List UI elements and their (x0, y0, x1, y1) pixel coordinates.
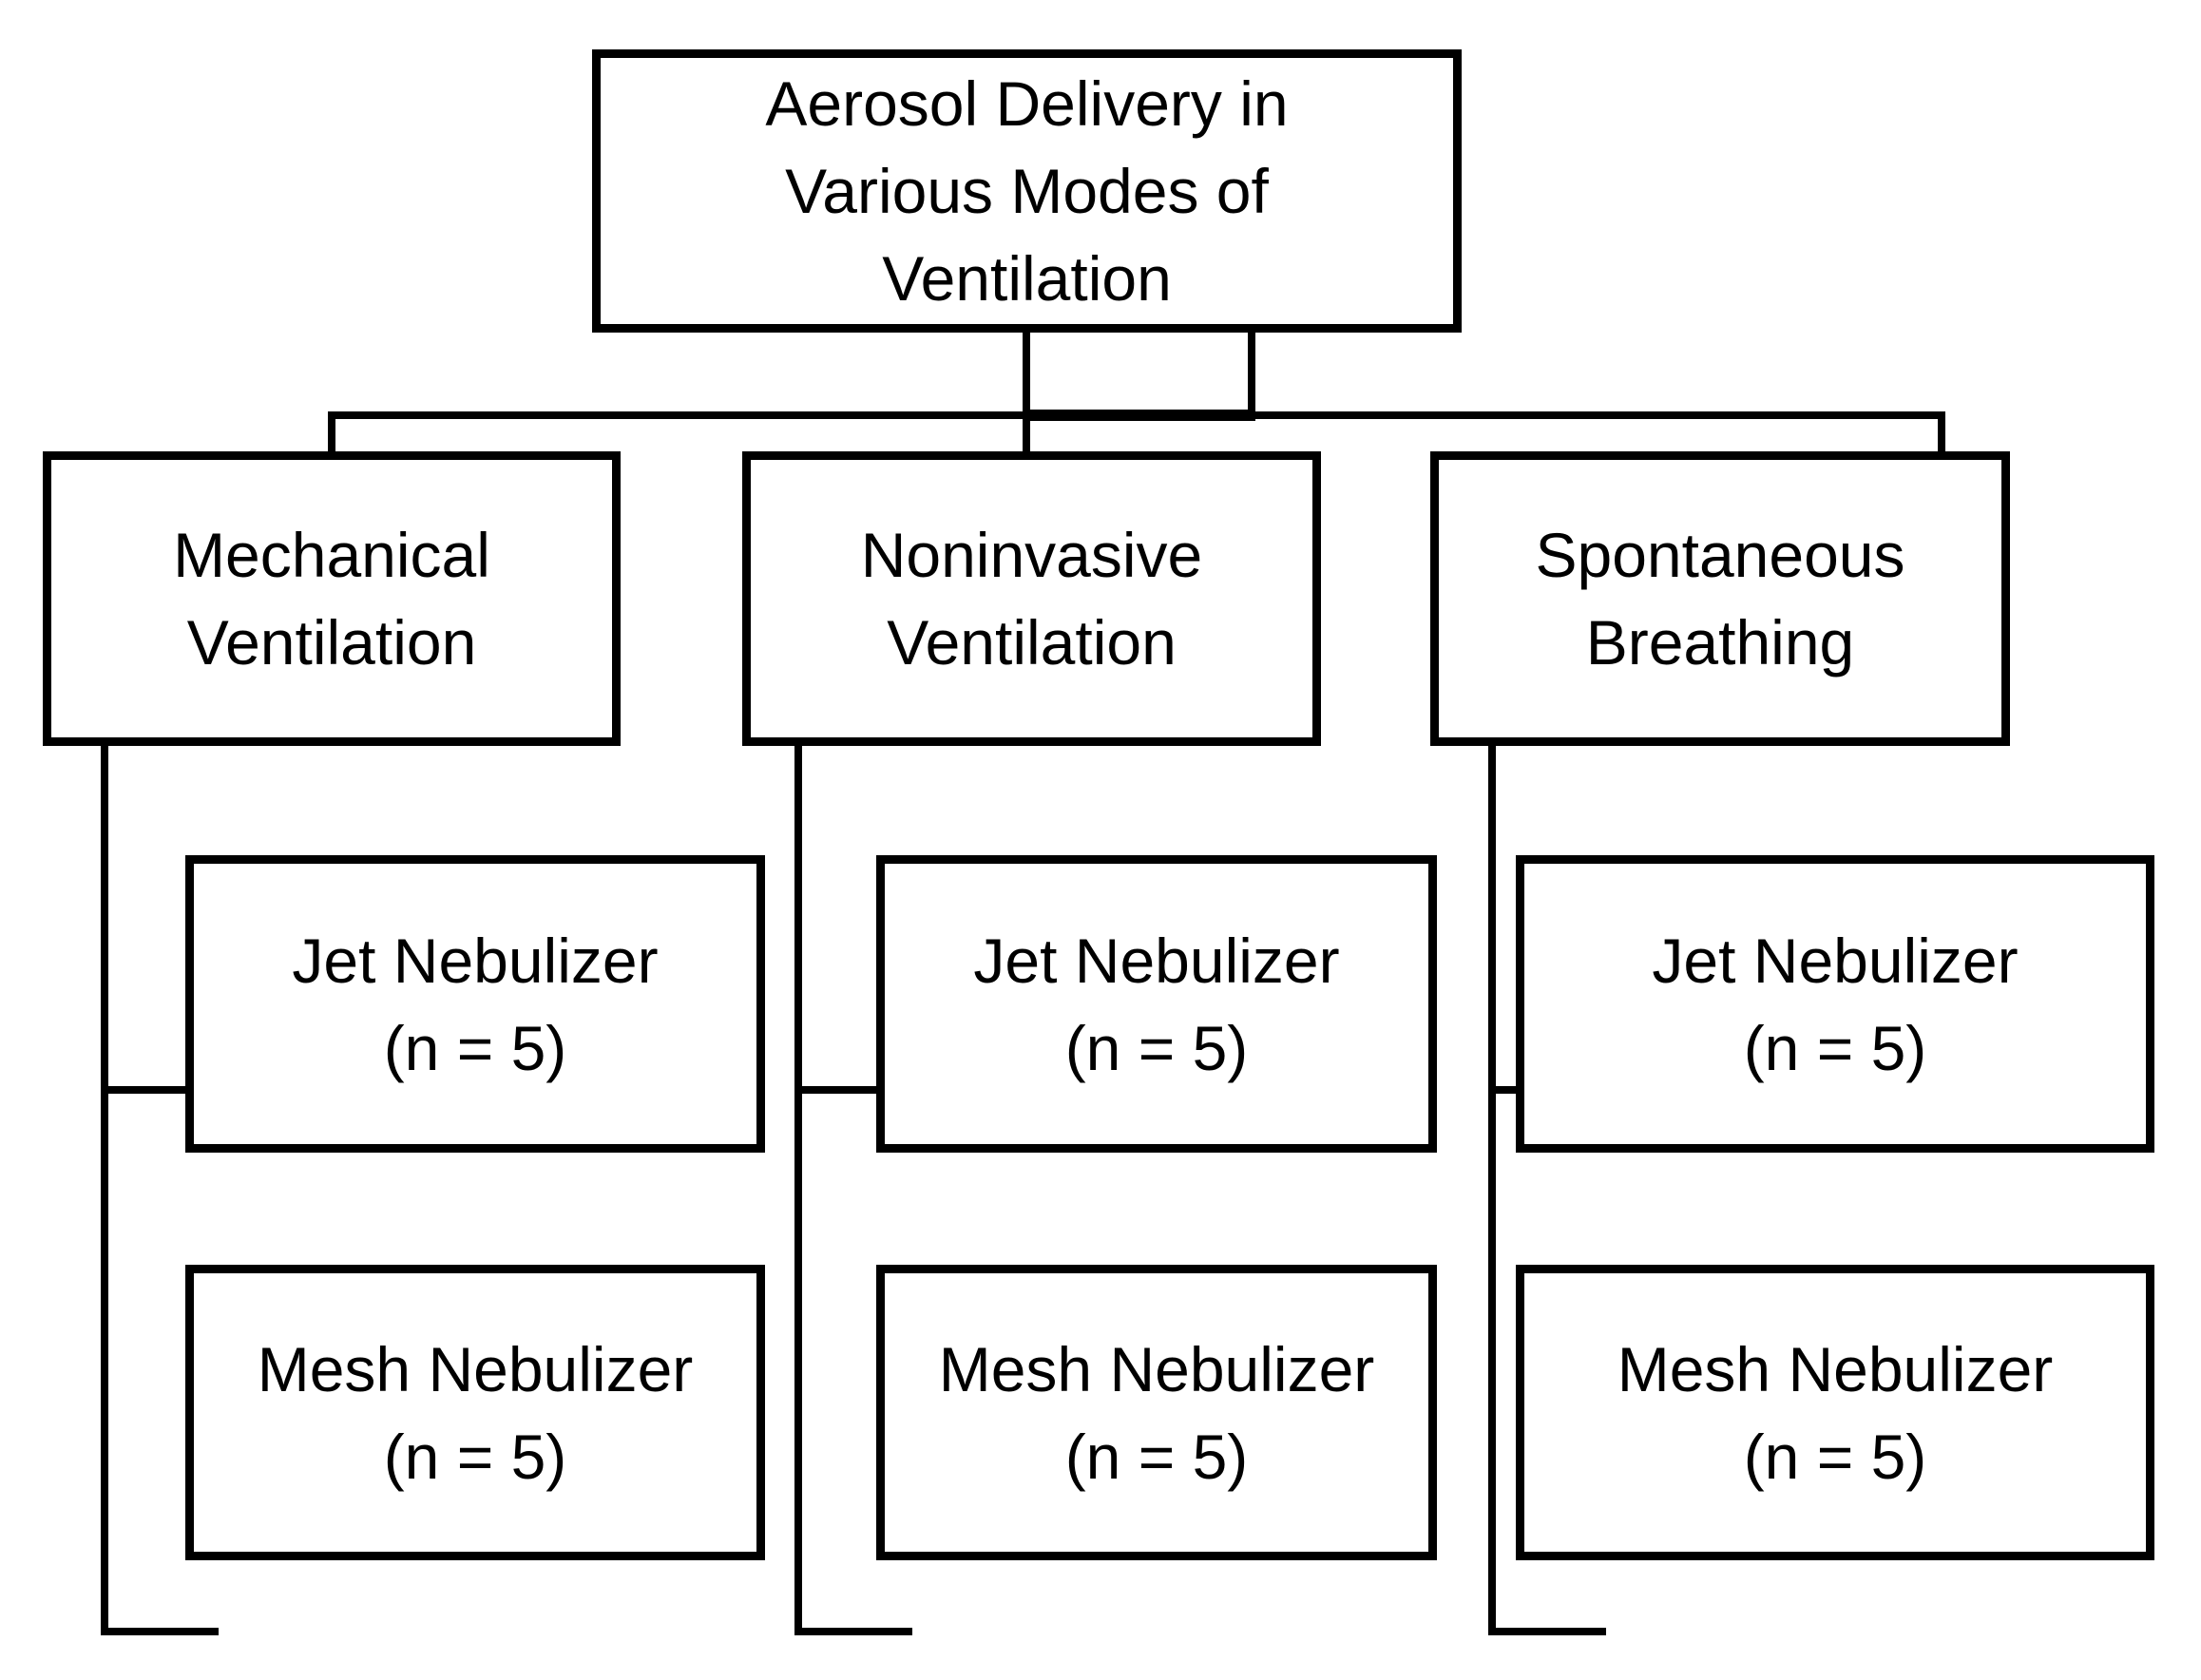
node-noninvasive-ventilation-label: Noninvasive Ventilation (860, 520, 1203, 678)
connector-foot-spontaneous (1488, 1628, 1606, 1635)
node-mechanical-ventilation: Mechanical Ventilation (43, 451, 621, 746)
connector-stub-noninvasive-jet (794, 1086, 881, 1094)
node-root-label: Aerosol Delivery in Various Modes of Ven… (765, 68, 1289, 314)
connector-root-drop-right (1248, 333, 1255, 419)
node-noninvasive-ventilation: Noninvasive Ventilation (742, 451, 1321, 746)
connector-trunk-mechanical (101, 746, 108, 1635)
node-mechanical-jet-nebulizer-label: Jet Nebulizer (n = 5) (292, 925, 659, 1083)
node-noninvasive-jet-nebulizer-label: Jet Nebulizer (n = 5) (973, 925, 1340, 1083)
connector-stub-mechanical-jet (101, 1086, 190, 1094)
node-noninvasive-jet-nebulizer: Jet Nebulizer (n = 5) (876, 855, 1437, 1153)
connector-distribution-line-overlap (1023, 410, 1255, 421)
node-spontaneous-mesh-nebulizer: Mesh Nebulizer (n = 5) (1516, 1265, 2154, 1560)
node-spontaneous-breathing: Spontaneous Breathing (1430, 451, 2010, 746)
node-spontaneous-jet-nebulizer-label: Jet Nebulizer (n = 5) (1652, 925, 2019, 1083)
connector-foot-mechanical (101, 1628, 219, 1635)
node-spontaneous-jet-nebulizer: Jet Nebulizer (n = 5) (1516, 855, 2154, 1153)
node-mechanical-ventilation-label: Mechanical Ventilation (173, 520, 490, 678)
connector-stub-spontaneous-jet (1488, 1086, 1521, 1094)
node-root: Aerosol Delivery in Various Modes of Ven… (592, 49, 1462, 333)
connector-root-drop-left (1023, 333, 1030, 419)
connector-drop-mechanical (328, 411, 335, 451)
connector-drop-spontaneous (1938, 411, 1945, 451)
node-mechanical-mesh-nebulizer: Mesh Nebulizer (n = 5) (185, 1265, 765, 1560)
connector-foot-noninvasive (794, 1628, 912, 1635)
node-spontaneous-breathing-label: Spontaneous Breathing (1535, 520, 1905, 678)
node-mechanical-jet-nebulizer: Jet Nebulizer (n = 5) (185, 855, 765, 1153)
node-noninvasive-mesh-nebulizer-label: Mesh Nebulizer (n = 5) (938, 1333, 1375, 1492)
connector-trunk-noninvasive (794, 746, 802, 1635)
node-mechanical-mesh-nebulizer-label: Mesh Nebulizer (n = 5) (257, 1333, 694, 1492)
connector-trunk-spontaneous (1488, 746, 1496, 1635)
node-spontaneous-mesh-nebulizer-label: Mesh Nebulizer (n = 5) (1617, 1333, 2054, 1492)
node-noninvasive-mesh-nebulizer: Mesh Nebulizer (n = 5) (876, 1265, 1437, 1560)
connector-drop-noninvasive (1023, 411, 1030, 451)
